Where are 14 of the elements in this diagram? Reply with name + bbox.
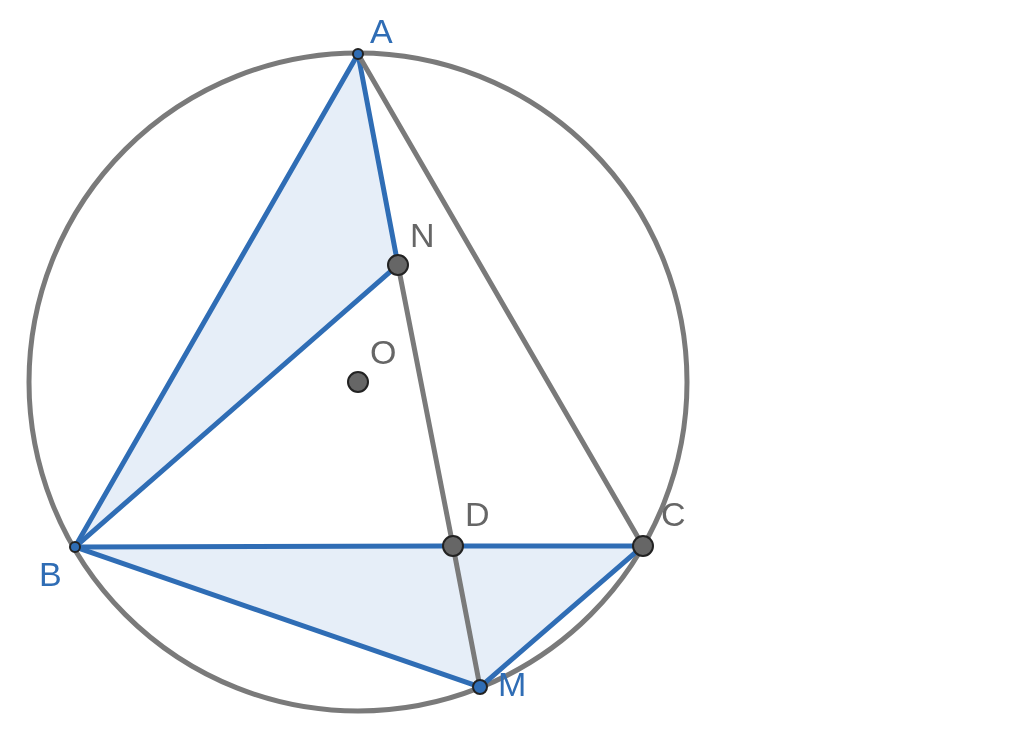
- point-label: A: [370, 14, 393, 48]
- line-segment: [397, 273, 454, 538]
- line-segment: [78, 546, 475, 687]
- line-segment: [77, 269, 393, 546]
- line-segment: [358, 56, 640, 539]
- line-segment: [356, 57, 399, 257]
- point-label: O: [370, 335, 397, 369]
- line-segment: [452, 554, 481, 682]
- point-label: D: [465, 497, 490, 531]
- point-label: N: [410, 218, 435, 252]
- point-label: M: [498, 667, 527, 701]
- line-segment: [483, 550, 638, 685]
- point-label: B: [39, 557, 62, 591]
- point-label: C: [661, 497, 686, 531]
